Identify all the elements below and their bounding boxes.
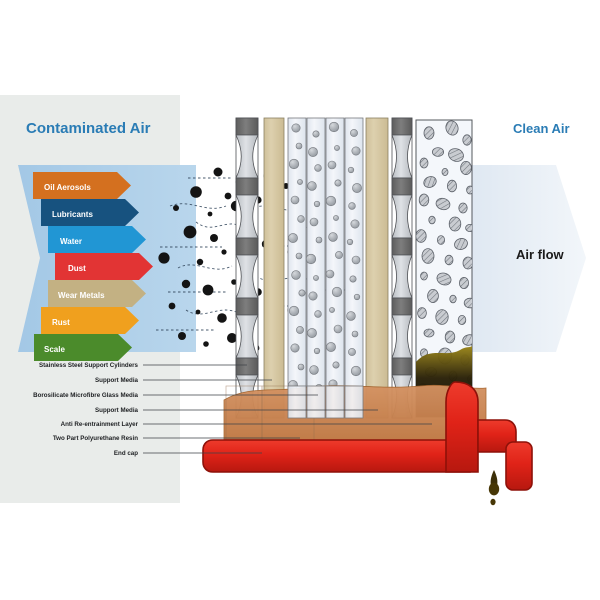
component-end-cap[interactable] (202, 381, 533, 491)
clean-air-region (470, 165, 586, 352)
callout-label-two-part-polyurethane-resin: Two Part Polyurethane Resin (53, 435, 138, 442)
contaminant-chip-oil-aerosols[interactable]: Oil Aerosols (33, 172, 131, 199)
layer-support-media-left[interactable] (263, 117, 285, 419)
layer-borosilicate-microfibre-glass-media[interactable] (287, 117, 364, 419)
contaminant-label: Scale (44, 345, 65, 354)
contaminant-label: Water (60, 237, 82, 246)
contaminant-chip-dust[interactable]: Dust (55, 253, 153, 280)
callout-label-borosilicate-microfibre-glass-media: Borosilicate Microfibre Glass Media (33, 392, 138, 399)
layer-support-media-right[interactable] (365, 117, 389, 419)
glass-fibre-spheres (288, 121, 362, 411)
contaminant-chip-lubricants[interactable]: Lubricants (41, 199, 139, 226)
layer-stainless-steel-support-cylinder-left[interactable] (235, 117, 259, 419)
drain-tube (505, 441, 533, 491)
callout-label-anti-re-entrainment-layer: Anti Re-entrainment Layer (61, 421, 139, 428)
callout-label-support-media-upper: Support Media (95, 377, 139, 384)
contaminant-label: Lubricants (52, 210, 93, 219)
contaminant-label: Wear Metals (58, 291, 105, 300)
contaminant-label: Oil Aerosols (44, 183, 91, 192)
oil-drip (488, 470, 500, 506)
page-title-contaminated-air: Contaminated Air (26, 120, 151, 137)
layer-stainless-steel-support-cylinder-right[interactable] (391, 117, 413, 419)
air-flow-label: Air flow (516, 247, 565, 262)
callout-label-support-media-lower: Support Media (95, 407, 139, 414)
contaminant-label: Dust (68, 264, 86, 273)
contaminant-chip-scale[interactable]: Scale (34, 334, 132, 361)
contaminant-label: Rust (52, 318, 70, 327)
contaminant-chip-water[interactable]: Water (48, 226, 146, 253)
callout-label-end-cap: End cap (114, 450, 138, 457)
contaminant-chip-rust[interactable]: Rust (41, 307, 139, 334)
page-title-clean-air: Clean Air (513, 121, 570, 136)
contaminant-chip-wear-metals[interactable]: Wear Metals (48, 280, 146, 307)
contaminant-legend: Oil Aerosols Lubricants Water Dust Wear … (33, 172, 153, 361)
callout-label-stainless-steel-support-cylinders: Stainless Steel Support Cylinders (39, 362, 139, 369)
callout-leader-lines (143, 364, 432, 454)
callout-label-list: Stainless Steel Support Cylinders Suppor… (33, 362, 138, 457)
